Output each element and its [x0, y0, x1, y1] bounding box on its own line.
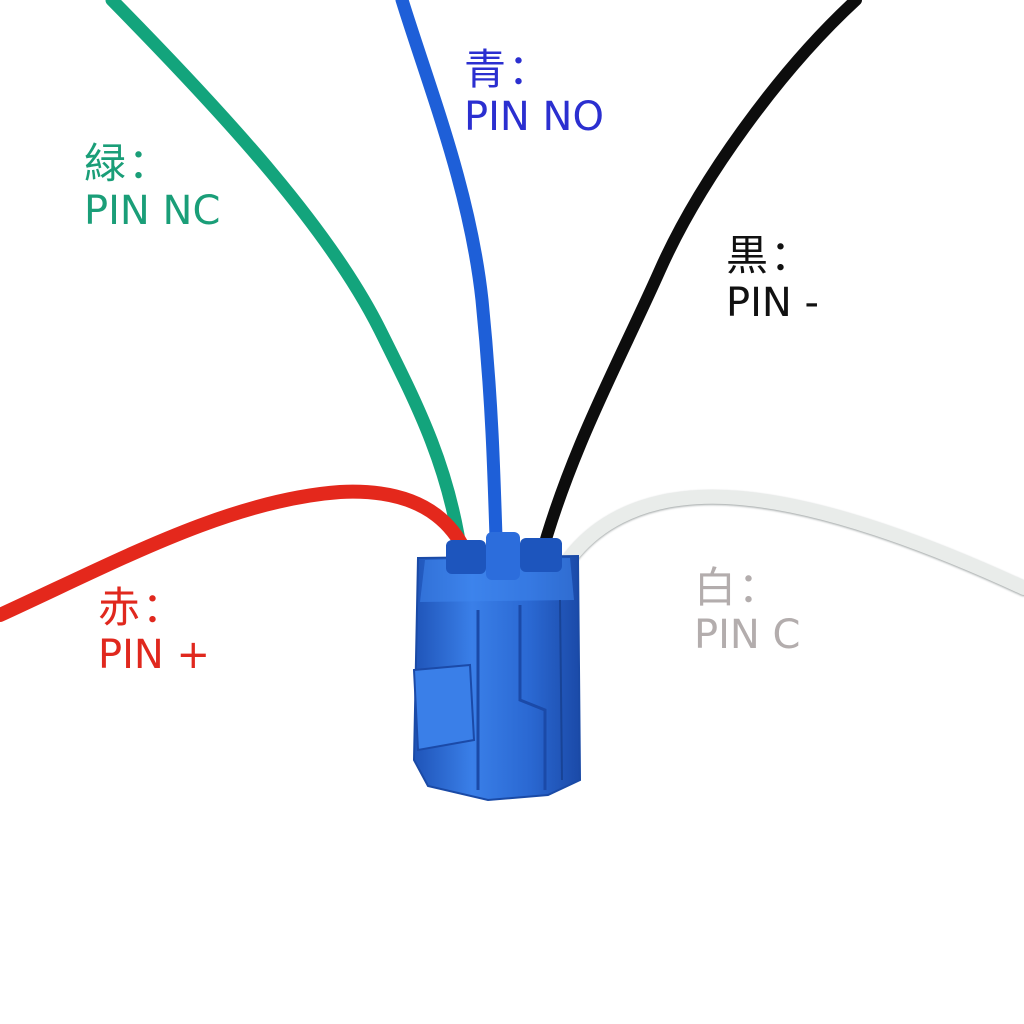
green-wire	[105, 0, 469, 567]
blue-wire-label: 青： PIN NO	[464, 45, 604, 141]
green-wire-label: 緑： PIN NC	[84, 139, 221, 235]
black-wire-label: 黒： PIN -	[726, 231, 819, 327]
red-wire-label: 赤： PIN +	[98, 583, 211, 679]
red-pin-name: PIN +	[98, 632, 211, 679]
green-color-name: 緑：	[84, 139, 173, 188]
blue-color-name: 青：	[464, 45, 553, 94]
white-color-name: 白：	[694, 563, 783, 612]
black-color-name: 黒：	[726, 231, 815, 280]
white-pin-name: PIN C	[694, 612, 801, 659]
green-pin-name: PIN NC	[84, 188, 221, 235]
white-wire-label: 白： PIN C	[694, 563, 801, 659]
blue-wire	[395, 0, 504, 577]
red-color-name: 赤：	[98, 583, 187, 632]
blue-pin-name: PIN NO	[464, 94, 604, 141]
connector-housing	[412, 532, 582, 802]
white-wire	[538, 489, 1024, 612]
black-wire	[534, 0, 862, 566]
black-pin-name: PIN -	[726, 280, 819, 327]
red-wire	[0, 484, 487, 622]
